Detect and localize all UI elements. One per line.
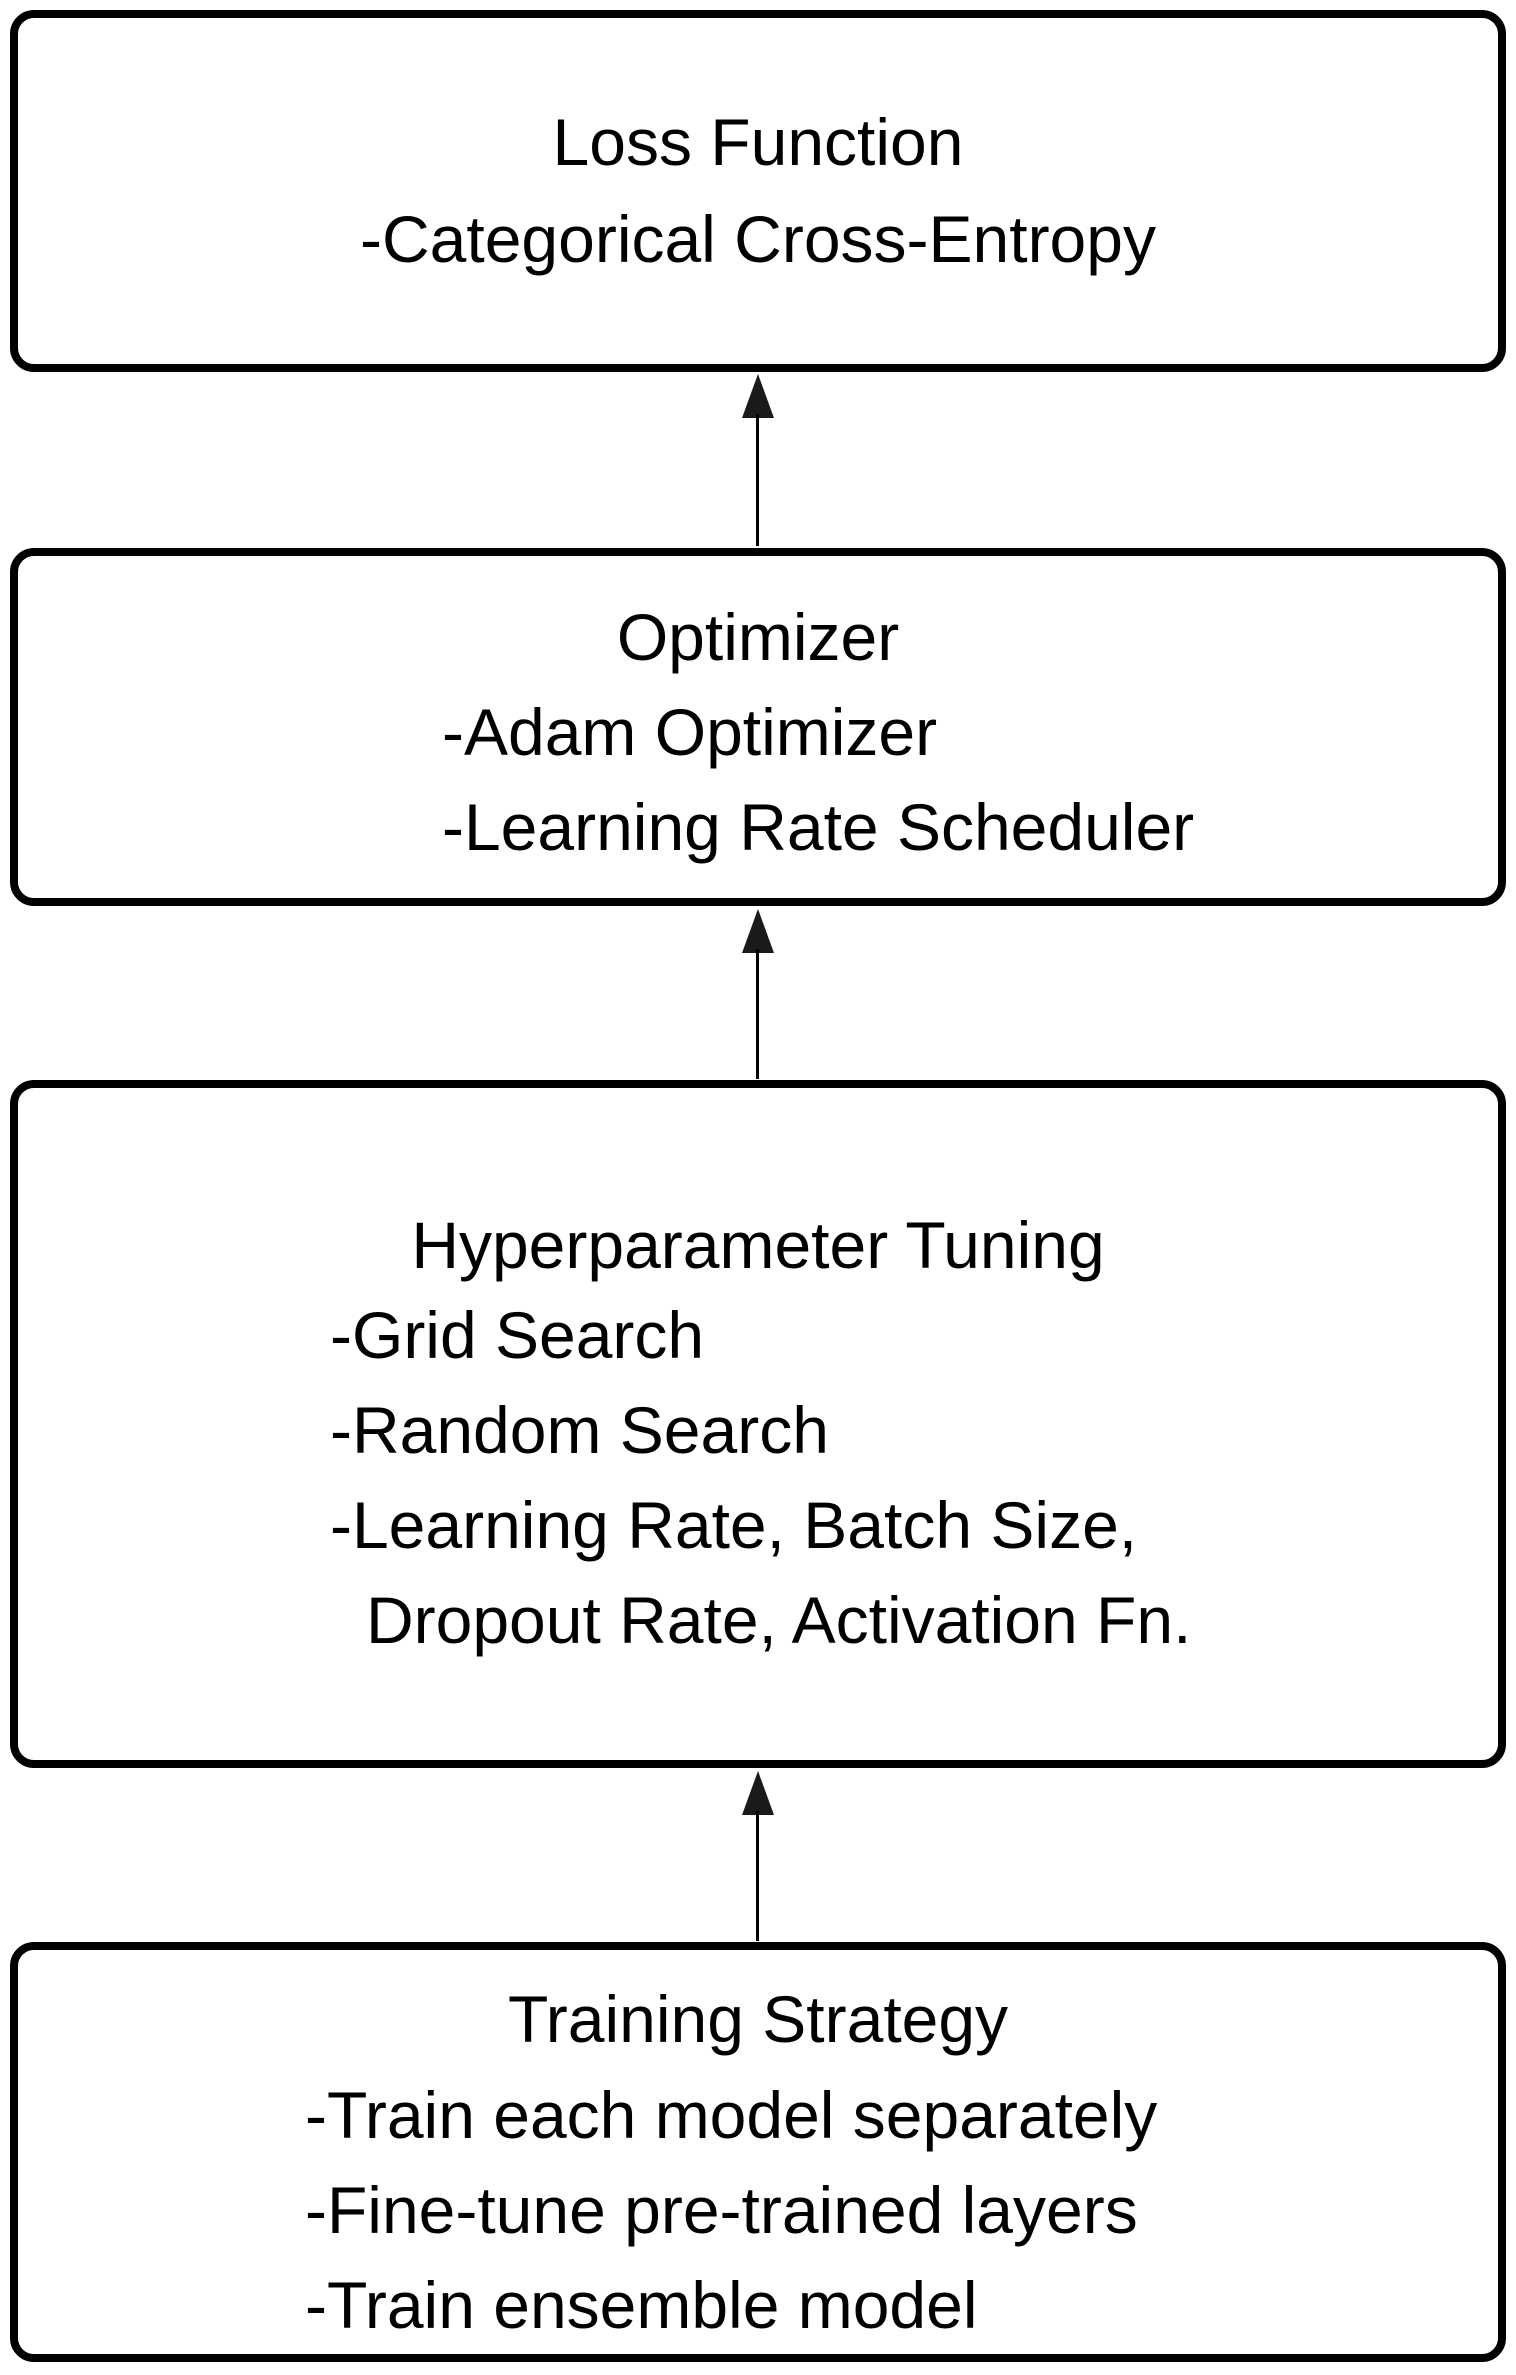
box-optimizer-title: Optimizer bbox=[616, 600, 900, 674]
box-hyperparameter-tuning: Hyperparameter Tuning -Grid Search -Rand… bbox=[10, 1080, 1506, 1768]
box-optimizer-details: -Adam Optimizer -Learning Rate Scheduler bbox=[442, 685, 1194, 875]
bullet-line: -Fine-tune pre-trained layers bbox=[305, 2173, 1138, 2247]
box-hyperparameter-tuning-title: Hyperparameter Tuning bbox=[411, 1208, 1105, 1282]
bullet-line: -Train each model separately bbox=[305, 2078, 1158, 2152]
box-loss-function-detail: -Categorical Cross-Entropy bbox=[360, 202, 1156, 276]
bullet-line-wrapped: Dropout Rate, Activation Fn. bbox=[366, 1583, 1192, 1657]
bullet-line: -Train ensemble model bbox=[305, 2268, 978, 2342]
bullet-line: -Random Search bbox=[330, 1393, 829, 1467]
box-training-strategy-details: -Train each model separately -Fine-tune … bbox=[305, 2068, 1157, 2353]
box-loss-function: Loss Function -Categorical Cross-Entropy bbox=[10, 10, 1506, 372]
arrow-shaft bbox=[756, 1811, 759, 1941]
arrow-shaft bbox=[756, 414, 759, 546]
box-optimizer: Optimizer -Adam Optimizer -Learning Rate… bbox=[10, 548, 1506, 906]
bullet-line: -Learning Rate, Batch Size, bbox=[330, 1488, 1138, 1562]
bullet-line: -Learning Rate Scheduler bbox=[442, 790, 1195, 864]
arrow-up-icon bbox=[742, 1771, 774, 1815]
bullet-line: -Grid Search bbox=[330, 1298, 705, 1372]
bullet-line: -Adam Optimizer bbox=[442, 695, 938, 769]
box-training-strategy: Training Strategy -Train each model sepa… bbox=[10, 1942, 1506, 2362]
box-hyperparameter-tuning-details: -Grid Search -Random Search -Learning Ra… bbox=[330, 1288, 1191, 1668]
arrow-up-icon bbox=[742, 909, 774, 953]
arrow-up-icon bbox=[742, 374, 774, 418]
box-loss-function-title: Loss Function bbox=[552, 105, 964, 179]
box-training-strategy-title: Training Strategy bbox=[507, 1982, 1009, 2056]
arrow-shaft bbox=[756, 949, 759, 1079]
